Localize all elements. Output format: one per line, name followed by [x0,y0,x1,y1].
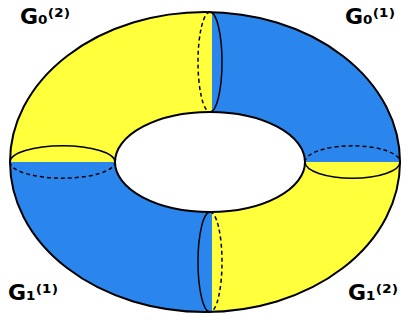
region-label: G₁⁽¹⁾ [8,282,58,304]
region-label: G₀⁽²⁾ [20,6,70,28]
region-label: G₁⁽²⁾ [348,282,398,304]
region-label: G₀⁽¹⁾ [345,6,395,28]
